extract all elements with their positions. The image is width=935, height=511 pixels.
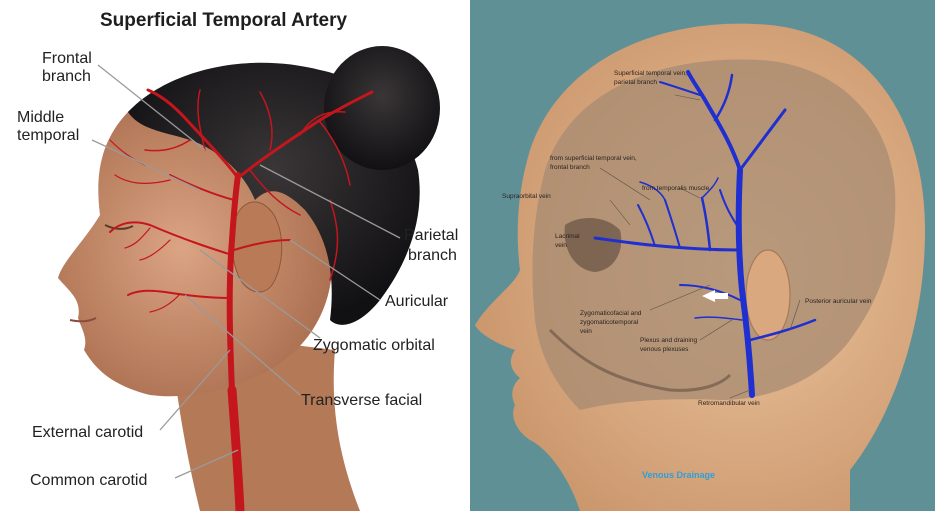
label-auricular: Auricular: [385, 293, 449, 310]
label-posterior-auricular-vein: Posterior auricular vein: [805, 298, 872, 305]
label-parietal-branch: Parietal branch: [404, 227, 463, 264]
label-temporalis-muscle: from temporalis muscle: [642, 185, 710, 192]
venous-drainage-caption: Venous Drainage: [642, 470, 715, 480]
label-external-carotid: External carotid: [32, 424, 143, 441]
diagram-title: Superficial Temporal Artery: [100, 10, 348, 31]
label-transverse-facial: Transverse facial: [301, 392, 422, 409]
label-zygomatic-orbital: Zygomatic orbital: [313, 337, 435, 354]
label-common-carotid: Common carotid: [30, 472, 147, 489]
venous-illustration: Superficial temporal vein, parietal bran…: [470, 0, 935, 511]
artery-illustration: Superficial Temporal Artery Frontal bran…: [0, 0, 468, 511]
venous-illustration-panel: Superficial temporal vein, parietal bran…: [470, 0, 935, 511]
label-supraorbital-vein: Supraorbital vein: [502, 193, 551, 200]
label-middle-temporal: Middle temporal: [17, 109, 79, 144]
label-frontal-branch: Frontal branch: [42, 50, 96, 85]
ear-right: [746, 250, 790, 340]
label-retromandibular-vein: Retromandibular vein: [698, 400, 760, 407]
artery-illustration-panel: Superficial Temporal Artery Frontal bran…: [0, 0, 468, 511]
